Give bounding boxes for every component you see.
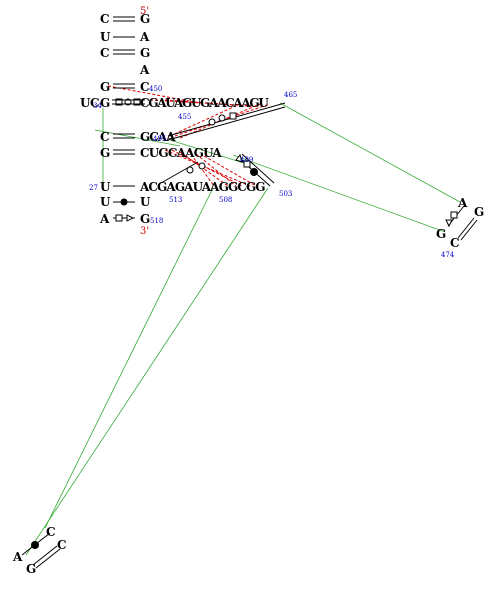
position-number: 503 bbox=[279, 190, 292, 198]
three-prime-label: 3' bbox=[140, 226, 149, 237]
position-number: 474 bbox=[441, 251, 455, 259]
nucleotide: C bbox=[100, 46, 110, 60]
nucleotide: A bbox=[139, 30, 150, 44]
circle-symbol bbox=[218, 114, 226, 122]
nucleotide: G bbox=[100, 96, 110, 110]
contact-line bbox=[107, 85, 201, 104]
nucleotide: C bbox=[100, 130, 110, 144]
nucleotide: G bbox=[100, 80, 110, 94]
contact-line bbox=[169, 103, 241, 137]
circle-symbol bbox=[198, 162, 206, 170]
nucleotide: G bbox=[140, 212, 150, 226]
position-number: 465 bbox=[284, 91, 297, 99]
bond-line bbox=[160, 161, 199, 184]
bond-line bbox=[35, 548, 61, 569]
triangle-symbol bbox=[445, 219, 453, 228]
nucleotide: A bbox=[99, 212, 110, 226]
nucleotide-sequence: CGAUAGUGAACAAGU bbox=[140, 96, 269, 110]
tertiary-line bbox=[279, 102, 461, 203]
tertiary-line bbox=[94, 129, 181, 147]
nucleotide: C bbox=[450, 236, 460, 250]
position-numbers: 450 455 465 34 495 489 27 513 508 503 51… bbox=[89, 85, 455, 259]
hairpin-bottom: C C A G bbox=[12, 525, 67, 576]
nucleotide: G bbox=[26, 562, 36, 576]
circle-symbol bbox=[186, 166, 194, 174]
nucleotide: C bbox=[57, 538, 67, 552]
nucleotide-sequence: CUGCAAGUA bbox=[140, 146, 222, 160]
filled-circle-symbol bbox=[120, 198, 128, 206]
bond-line bbox=[32, 545, 58, 566]
five-prime-label: 5' bbox=[140, 6, 149, 17]
contact-line bbox=[164, 149, 251, 187]
nucleotide: U bbox=[140, 195, 151, 209]
nucleotide-sequence: ACGAGAUAAGGCGG bbox=[139, 180, 265, 194]
nucleotide: U bbox=[100, 180, 111, 194]
position-number: 495 bbox=[153, 135, 166, 143]
nucleotide: C bbox=[90, 96, 100, 110]
triangle-symbol bbox=[126, 214, 135, 222]
nucleotide: U bbox=[100, 30, 111, 44]
nucleotide: G bbox=[474, 205, 484, 219]
nucleotide: G bbox=[436, 227, 446, 241]
position-number: 450 bbox=[149, 85, 162, 93]
position-number: 455 bbox=[178, 113, 191, 121]
nucleotide-sequence: GCAA bbox=[140, 130, 176, 144]
position-number: 513 bbox=[169, 196, 182, 204]
block-455: C GCAA G CUGCAAGUA U ACGAGAUAAGGCGG U U … bbox=[99, 130, 266, 226]
square-symbol bbox=[115, 214, 123, 222]
filled-circle-symbol bbox=[31, 541, 39, 549]
bond-line bbox=[167, 106, 286, 141]
position-number: 489 bbox=[240, 156, 253, 164]
bond-line bbox=[460, 219, 478, 241]
position-number: 518 bbox=[150, 217, 163, 225]
circle-symbol bbox=[208, 118, 216, 126]
nucleotide: C bbox=[100, 12, 110, 26]
nucleotide: C bbox=[140, 80, 150, 94]
nucleotide: U bbox=[80, 96, 91, 110]
contact-line bbox=[164, 99, 251, 107]
row-450: U C G CGAUAGUGAACAAGU bbox=[80, 96, 271, 110]
contact-line bbox=[195, 153, 237, 187]
bond-line bbox=[457, 217, 475, 239]
nucleotide: U bbox=[100, 195, 111, 209]
contact-line bbox=[179, 103, 261, 139]
tertiary-line bbox=[169, 139, 251, 166]
square-symbol bbox=[133, 98, 141, 106]
bond-line bbox=[241, 153, 275, 184]
tertiary-line bbox=[232, 154, 446, 233]
tertiary-contact-lines bbox=[107, 85, 271, 187]
nucleotide: A bbox=[12, 550, 23, 564]
square-symbol bbox=[229, 112, 237, 120]
nucleotide: C bbox=[46, 525, 56, 539]
tertiary-line bbox=[44, 187, 214, 529]
position-number: 508 bbox=[219, 196, 232, 204]
tertiary-interaction-lines bbox=[25, 102, 461, 556]
triangle-symbol bbox=[235, 153, 243, 163]
square-symbol bbox=[115, 98, 123, 106]
nucleotide: A bbox=[139, 63, 150, 77]
contact-line bbox=[203, 155, 257, 187]
nucleotide: G bbox=[140, 46, 150, 60]
position-number: 27 bbox=[89, 184, 98, 192]
filled-circle-symbol bbox=[250, 168, 258, 176]
tertiary-line bbox=[25, 187, 269, 556]
bond-line bbox=[167, 102, 286, 137]
noncanonical-pair-symbols bbox=[31, 98, 458, 549]
square-symbol bbox=[243, 160, 251, 168]
nucleotide: G bbox=[140, 12, 150, 26]
position-number: 34 bbox=[93, 102, 102, 110]
square-symbol bbox=[450, 211, 458, 219]
nucleotide: A bbox=[457, 196, 468, 210]
contact-line bbox=[171, 149, 243, 187]
left-stem: C U C G G A G A C bbox=[100, 12, 150, 94]
hairpin-474: A G G C bbox=[436, 196, 484, 250]
nucleotide: G bbox=[100, 146, 110, 160]
